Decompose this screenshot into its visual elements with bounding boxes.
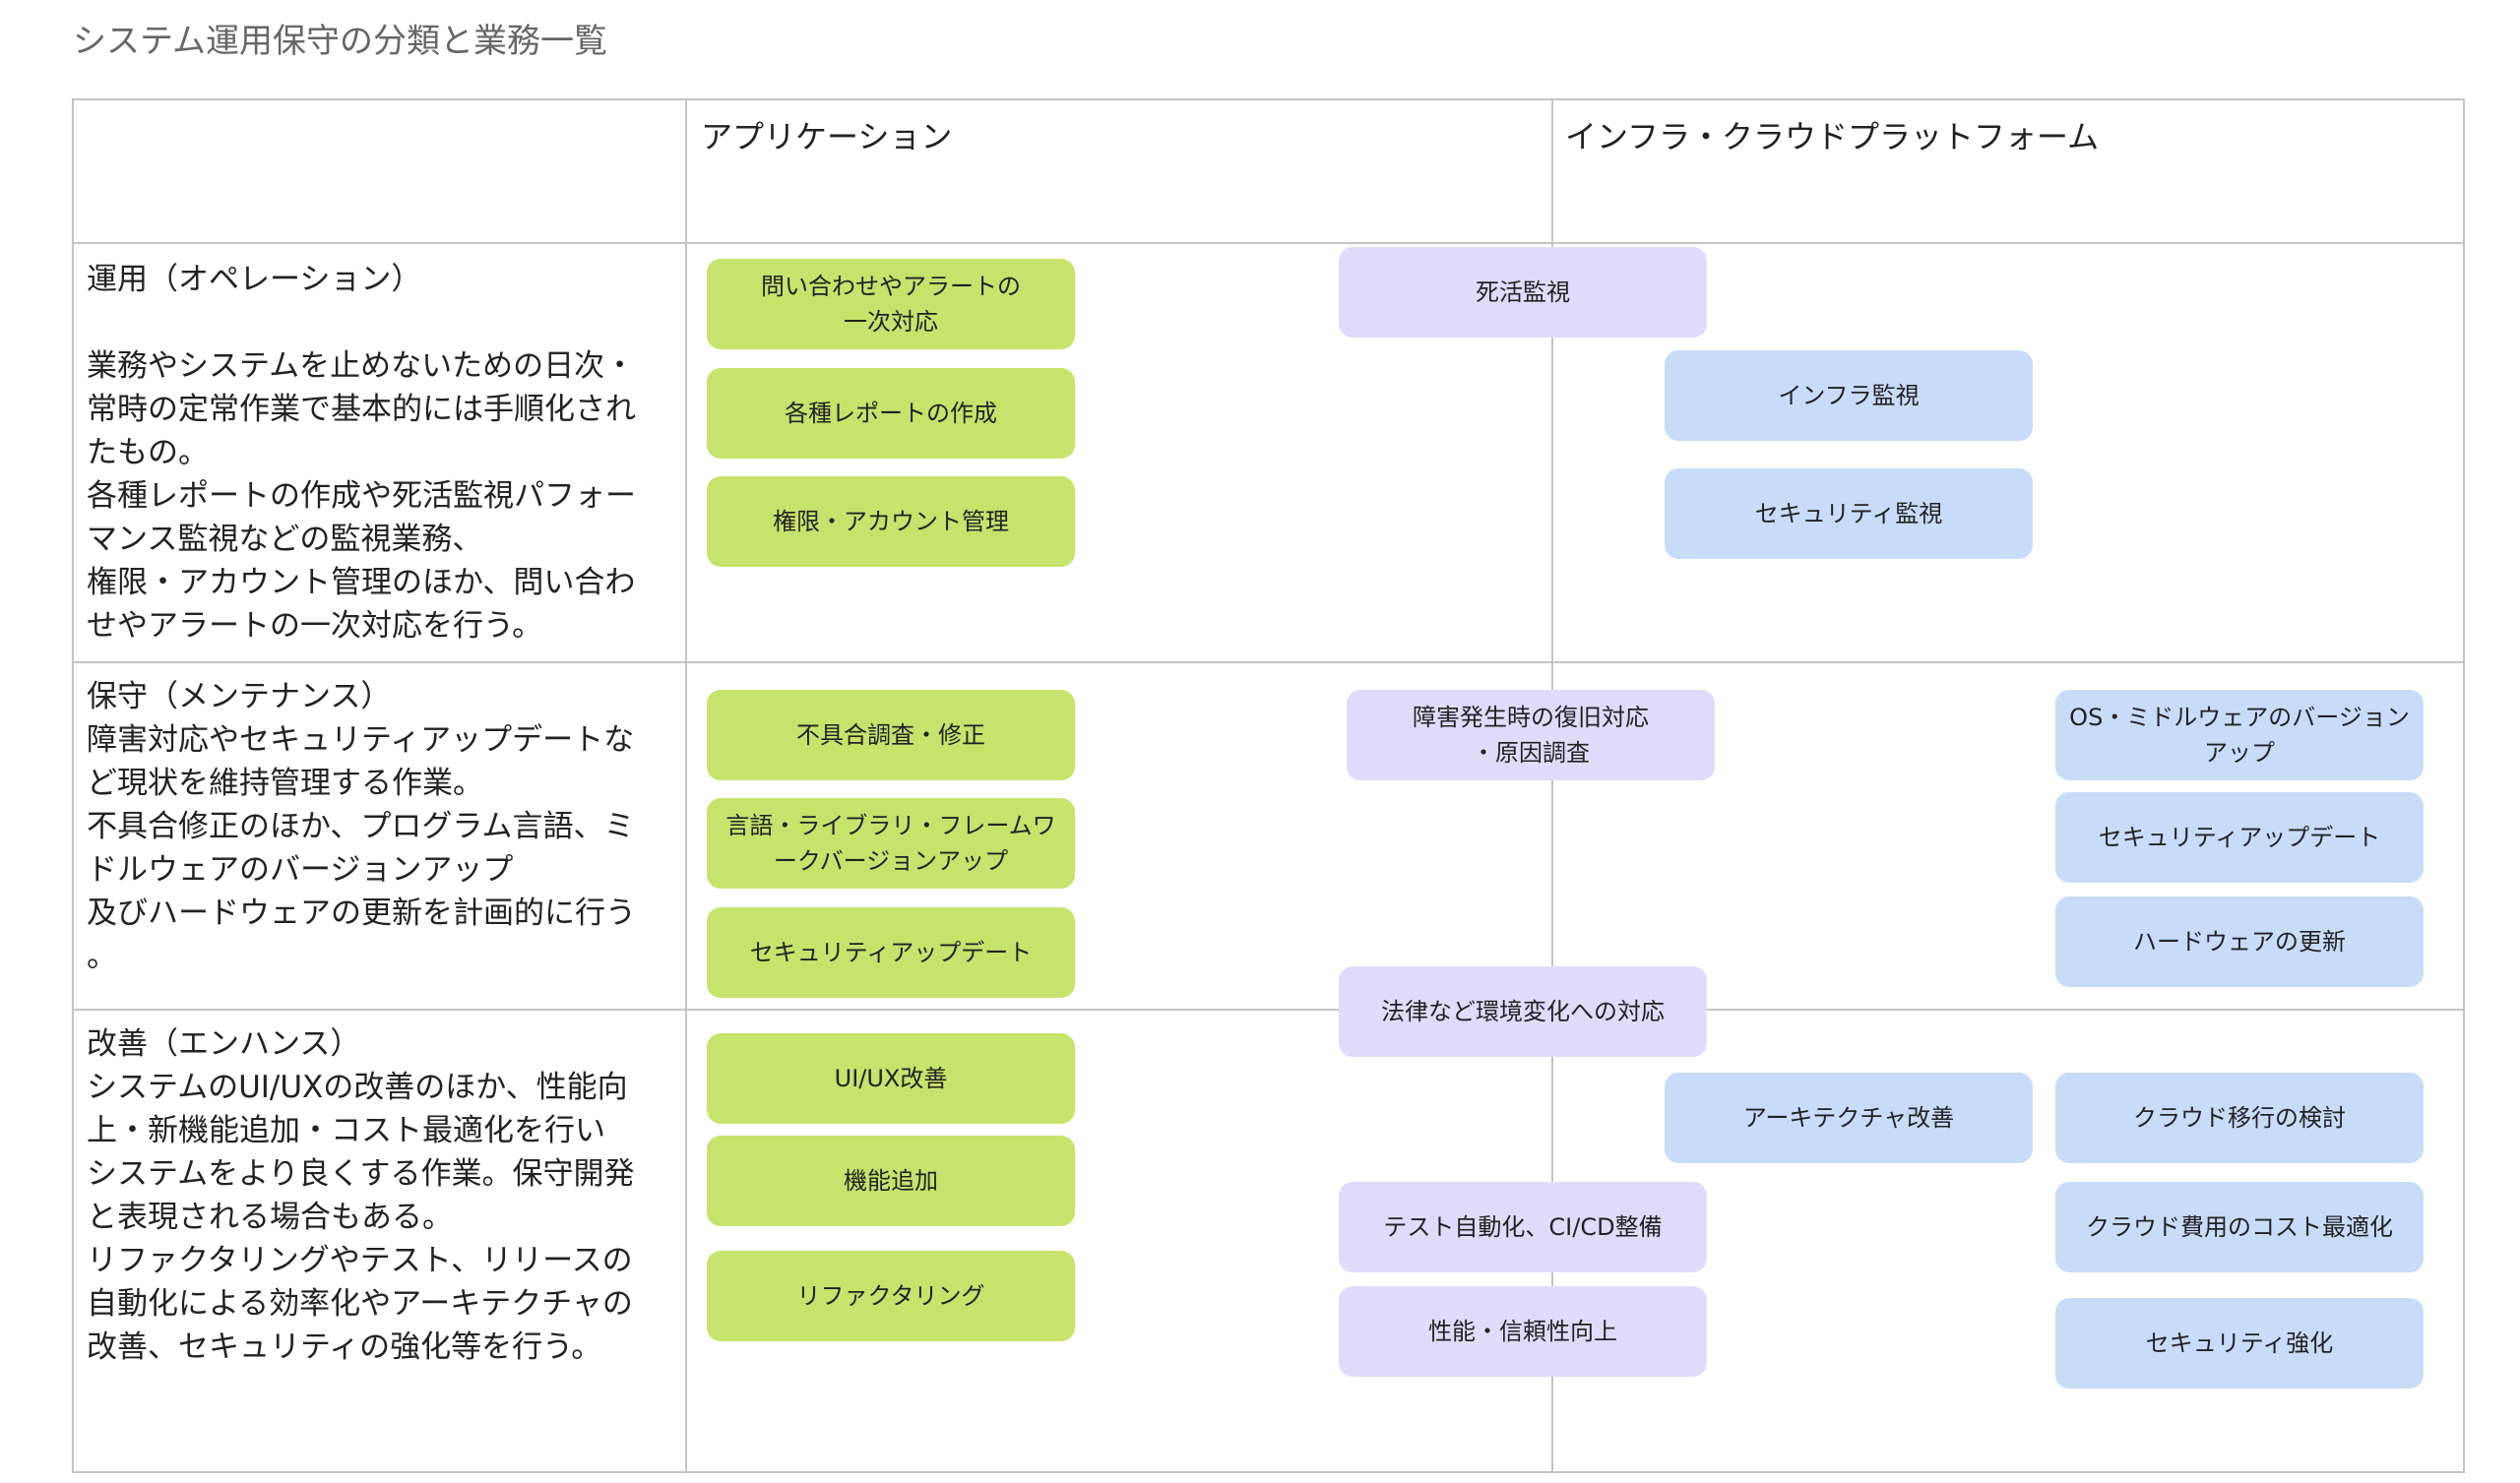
grid-line-left <box>72 98 74 1473</box>
task-inquiry-alert[interactable]: 問い合わせやアラートの 一次対応 <box>707 259 1075 349</box>
grid-line-bottom <box>73 1471 2465 1473</box>
task-performance[interactable]: 性能・信頼性向上 <box>1339 1286 1707 1377</box>
task-architecture-improvement[interactable]: アーキテクチャ改善 <box>1665 1073 2033 1163</box>
task-app-security-update[interactable]: セキュリティアップデート <box>707 907 1075 998</box>
task-infra-security-update[interactable]: セキュリティアップデート <box>2055 792 2424 883</box>
task-infra-monitoring[interactable]: インフラ監視 <box>1665 350 2033 441</box>
page-title: システム運用保守の分類と業務一覧 <box>73 22 607 61</box>
task-hardware-update[interactable]: ハードウェアの更新 <box>2055 896 2424 987</box>
row-enhancement-name: 改善（エンハンス） <box>87 1026 361 1062</box>
task-bug-fix[interactable]: 不具合調査・修正 <box>707 690 1075 780</box>
task-incident-recovery[interactable]: 障害発生時の復旧対応 ・原因調査 <box>1347 690 1715 780</box>
task-os-middleware-upgrade[interactable]: OS・ミドルウェアのバージョン アップ <box>2055 690 2424 780</box>
grid-line-row1-bottom <box>73 661 2465 663</box>
task-test-automation[interactable]: テスト自動化、CI/CD整備 <box>1339 1182 1707 1272</box>
row-enhancement-text: システムのUI/UXの改善のほか、性能向 上・新機能追加・コスト最適化を行い シ… <box>87 1070 635 1365</box>
task-uiux-improvement[interactable]: UI/UX改善 <box>707 1033 1075 1124</box>
row-operation-spacer <box>87 301 658 344</box>
task-legal-change[interactable]: 法律など環境変化への対応 <box>1339 966 1707 1057</box>
task-reports[interactable]: 各種レポートの作成 <box>707 368 1075 459</box>
task-feature-addition[interactable]: 機能追加 <box>707 1136 1075 1226</box>
grid-line-top <box>73 98 2465 100</box>
task-cloud-migration[interactable]: クラウド移行の検討 <box>2055 1073 2424 1163</box>
row-operation-name: 運用（オペレーション） <box>87 262 422 297</box>
task-alive-monitoring[interactable]: 死活監視 <box>1339 247 1707 338</box>
grid-line-header-bottom <box>73 242 2465 244</box>
task-cloud-cost-optimization[interactable]: クラウド費用のコスト最適化 <box>2055 1182 2424 1272</box>
task-language-upgrade[interactable]: 言語・ライブラリ・フレームワ ークバージョンアップ <box>707 798 1075 889</box>
grid-line-column-divider <box>1551 98 1553 1473</box>
row-operation-description: 運用（オペレーション） 業務やシステムを止めないための日次・ 常時の定常作業で基… <box>87 258 658 648</box>
row-maintenance-name: 保守（メンテナンス） <box>87 679 392 714</box>
row-maintenance-text: 障害対応やセキュリティアップデートな ど現状を維持管理する作業。 不具合修正のほ… <box>87 722 636 974</box>
column-header-application: アプリケーション <box>701 118 953 155</box>
row-enhancement-description: 改善（エンハンス） システムのUI/UXの改善のほか、性能向 上・新機能追加・コ… <box>87 1022 658 1369</box>
task-security-monitoring[interactable]: セキュリティ監視 <box>1665 468 2033 559</box>
task-refactoring[interactable]: リファクタリング <box>707 1251 1075 1341</box>
task-security-hardening[interactable]: セキュリティ強化 <box>2055 1298 2424 1389</box>
row-operation-text: 業務やシステムを止めないための日次・ 常時の定常作業で基本的には手順化され たも… <box>87 348 636 644</box>
task-account-management[interactable]: 権限・アカウント管理 <box>707 476 1075 567</box>
row-maintenance-description: 保守（メンテナンス） 障害対応やセキュリティアップデートな ど現状を維持管理する… <box>87 675 658 978</box>
grid-line-row2-bottom <box>73 1009 2465 1011</box>
grid-line-right <box>2463 98 2465 1473</box>
column-header-infra: インフラ・クラウドプラットフォーム <box>1565 118 2100 155</box>
grid-line-desc-divider <box>685 98 687 1473</box>
